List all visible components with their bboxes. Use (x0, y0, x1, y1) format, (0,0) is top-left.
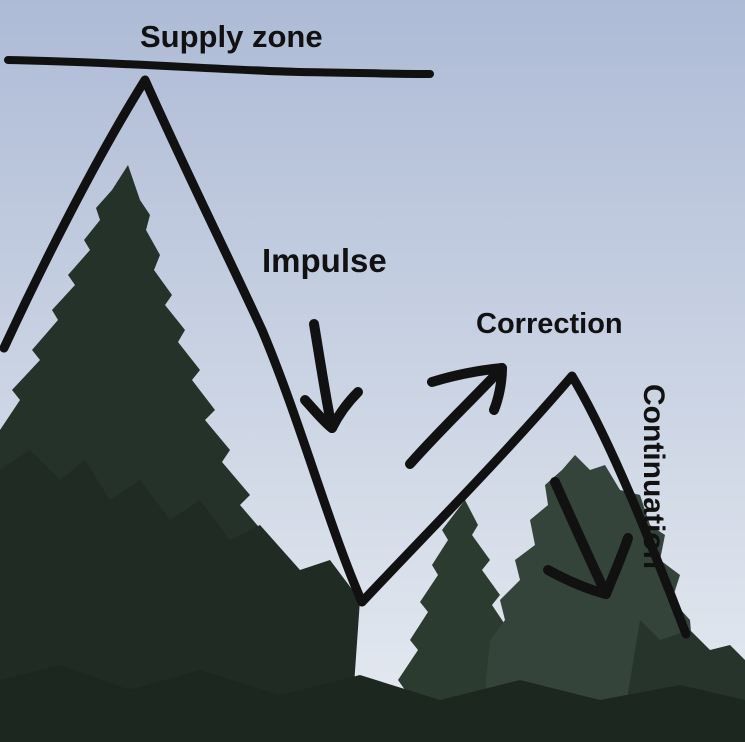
continuation-label: Continuation (637, 384, 670, 569)
correction-arrow-icon (405, 363, 507, 469)
impulse-label: Impulse (262, 242, 387, 279)
zigzag-price-line (0, 75, 691, 639)
price-path-drawing (0, 56, 691, 639)
left-tree-mass (0, 450, 360, 742)
supply-zone-label: Supply zone (140, 19, 323, 54)
arrows (300, 319, 633, 599)
continuation-arrow-icon (543, 477, 633, 599)
correction-label: Correction (476, 308, 623, 340)
impulse-arrow-icon (300, 319, 363, 433)
tree-silhouettes (0, 165, 745, 742)
supply-zone-line (4, 56, 434, 78)
bottom-canopy (0, 665, 745, 742)
